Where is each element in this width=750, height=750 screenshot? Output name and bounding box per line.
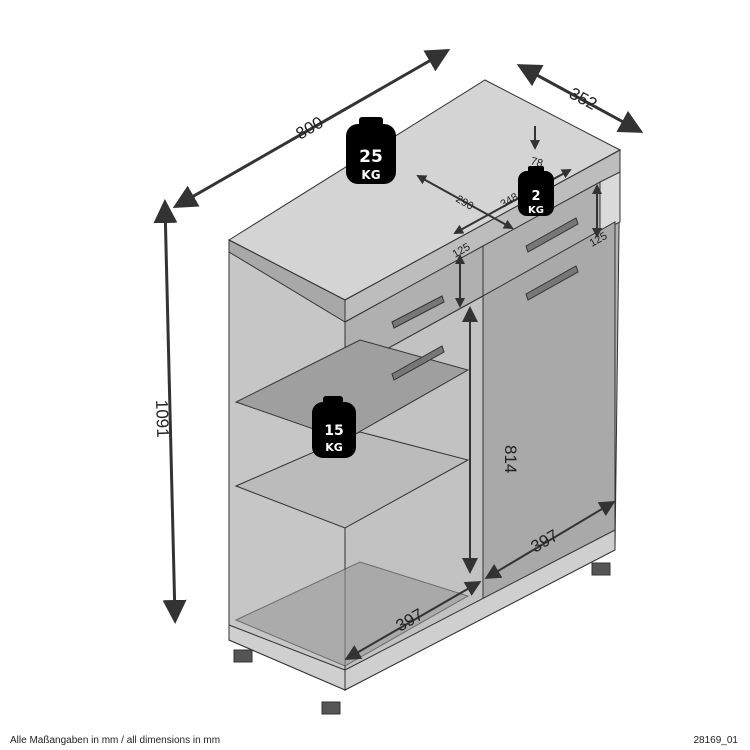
dimensions-note: Alle Maßangaben in mm / all dimensions i… [10,735,221,746]
foot [591,562,611,576]
door-height-label: 814 [501,445,520,473]
foot [321,701,341,715]
weight-unit: KG [528,205,544,216]
drawer-opening [599,171,621,233]
depth-arrow [516,64,644,133]
weight-value: 2 [531,189,540,204]
handle [391,295,445,329]
drawing-code: 28169_01 [693,735,739,746]
height-arrow [153,199,187,624]
weight-icon-15kg: 15 KG [312,396,356,458]
depth-label: 352 [566,84,600,114]
plinth-side [228,624,346,691]
weight-value: 25 [359,147,383,167]
door-width-left-arrow [344,581,482,660]
weight-unit: KG [361,168,380,182]
width-label: 800 [293,113,327,144]
foot [233,649,253,663]
weight-icon-25kg: 25 KG [346,117,396,184]
door-width-right-arrow [484,500,616,580]
handle [391,345,445,381]
weight-icon-2kg: 2 KG [518,166,554,216]
weight-unit: KG [325,441,343,454]
width-arrow [172,49,451,208]
weight-value: 15 [324,423,343,439]
height-label: 1091 [152,399,172,437]
handle [525,265,579,301]
